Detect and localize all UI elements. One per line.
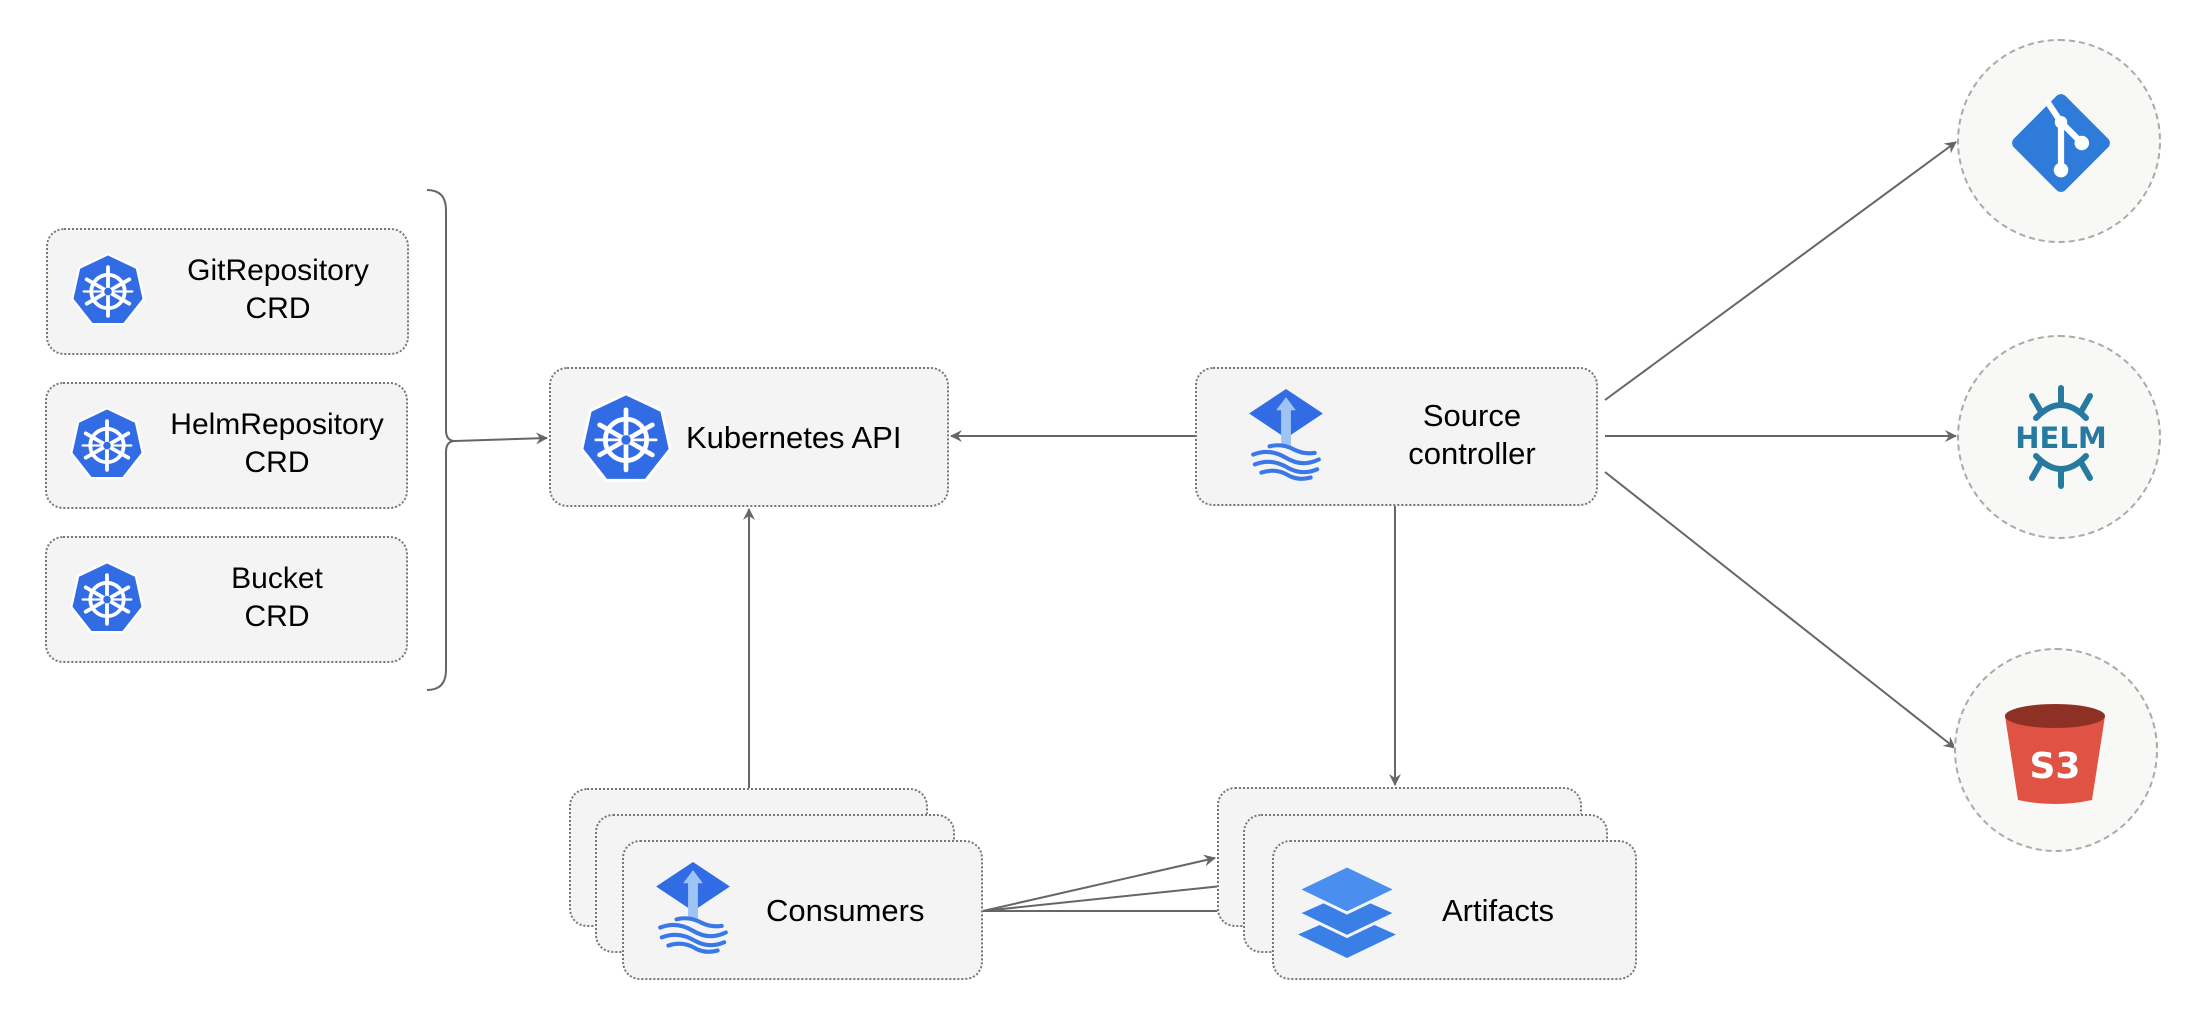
artifacts-box: Artifacts bbox=[1272, 840, 1637, 980]
arrow-source-to-git bbox=[1604, 141, 1957, 401]
helm-icon: HELM bbox=[2015, 385, 2107, 489]
source-controller-box: Source controller bbox=[1195, 367, 1598, 506]
layers-icon bbox=[1298, 864, 1396, 959]
artifacts-label: Artifacts bbox=[1442, 893, 1554, 928]
consumers-box: Consumers bbox=[622, 840, 983, 980]
source-controller-label: Source controller bbox=[1357, 397, 1587, 473]
crd-type: CRD bbox=[245, 292, 311, 325]
kubernetes-api-box: Kubernetes API bbox=[549, 367, 949, 507]
crd-name: HelmRepository bbox=[170, 408, 384, 441]
git-icon bbox=[2012, 94, 2110, 192]
kubernetes-icon bbox=[69, 560, 145, 636]
label-line: Source bbox=[1422, 398, 1522, 433]
kubernetes-icon bbox=[579, 391, 673, 485]
helm-source-circle: HELM bbox=[1957, 335, 2161, 539]
flux-icon bbox=[652, 852, 734, 967]
git-source-circle bbox=[1957, 39, 2161, 243]
s3-logo-text: S3 bbox=[2030, 746, 2081, 787]
crd-type: CRD bbox=[244, 446, 310, 479]
s3-source-circle: S3 bbox=[1954, 648, 2158, 852]
s3-bucket-icon: S3 bbox=[2005, 704, 2105, 804]
consumers-label: Consumers bbox=[766, 893, 925, 928]
crd-label: HelmRepository CRD bbox=[157, 406, 397, 482]
helmrepository-crd-box: HelmRepository CRD bbox=[45, 382, 408, 509]
crd-type: CRD bbox=[244, 600, 310, 633]
kubernetes-icon bbox=[70, 252, 146, 328]
arrow-consumers-to-artifact-2 bbox=[982, 879, 1242, 912]
label-line: controller bbox=[1408, 436, 1536, 471]
crd-brace bbox=[426, 189, 456, 691]
kubernetes-icon bbox=[69, 406, 145, 482]
arrow-consumers-to-artifact-1 bbox=[982, 854, 1216, 912]
bucket-crd-box: Bucket CRD bbox=[45, 536, 408, 663]
crd-label: Bucket CRD bbox=[157, 560, 397, 636]
arrow-crds-to-api bbox=[454, 432, 548, 445]
crd-name: GitRepository bbox=[187, 254, 369, 287]
flux-icon bbox=[1245, 379, 1327, 494]
arrow-source-to-s3 bbox=[1604, 471, 1956, 749]
crd-name: Bucket bbox=[231, 562, 323, 595]
gitrepository-crd-box: GitRepository CRD bbox=[46, 228, 409, 355]
helm-logo-text: HELM bbox=[2015, 421, 2106, 455]
kubernetes-api-label: Kubernetes API bbox=[686, 420, 902, 455]
crd-label: GitRepository CRD bbox=[158, 252, 398, 328]
